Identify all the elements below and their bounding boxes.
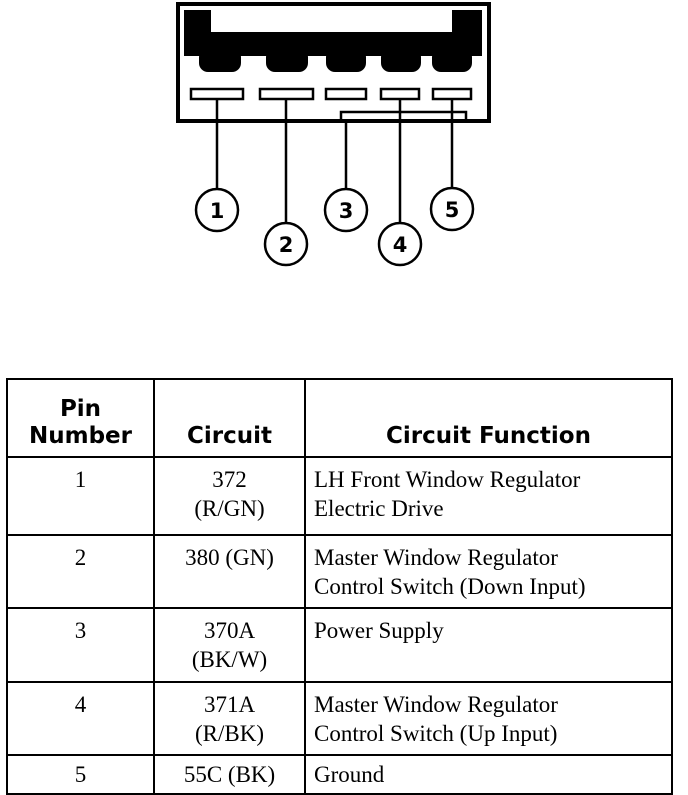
function-line: LH Front Window Regulator	[314, 467, 581, 492]
circuit-line: 372	[212, 467, 247, 492]
circuit-line: (R/BK)	[195, 721, 264, 746]
pin-circle-2	[263, 221, 309, 267]
cell-circuit: 370A (BK/W)	[153, 607, 306, 683]
cell-pin: 2	[6, 534, 155, 609]
pin-label-1: 1	[210, 199, 225, 223]
cell-function: LH Front Window Regulator Electric Drive	[304, 456, 673, 536]
connector-housing	[176, 2, 491, 123]
cell-circuit: 380 (GN)	[153, 534, 306, 609]
pin-circle-5	[429, 186, 475, 232]
key-line	[339, 110, 468, 121]
cell-circuit: 371A (R/BK)	[153, 681, 306, 756]
circuit-line: 370A	[203, 618, 256, 643]
pinout-table: Pin Number Circuit Circuit Function 1 37…	[6, 378, 673, 795]
connector-diagram: 1 2 3 4 5	[0, 0, 688, 300]
function-line: Master Window Regulator	[314, 692, 558, 717]
table-row: 4 371A (R/BK) Master Window Regulator Co…	[6, 681, 673, 756]
pin-label-4: 4	[393, 233, 408, 257]
cell-function: Master Window Regulator Control Switch (…	[304, 681, 673, 756]
circuit-line: (BK/W)	[191, 647, 268, 672]
function-line: Control Switch (Down Input)	[314, 574, 586, 599]
pin-label-5: 5	[445, 198, 460, 222]
cell-pin: 1	[6, 456, 155, 536]
pin-circle-3	[323, 187, 369, 233]
table-row: 5 55C (BK) Ground	[6, 754, 673, 795]
terminal-3	[326, 48, 366, 72]
header-circuit-function: Circuit Function	[304, 378, 673, 458]
header-pin-number: Pin Number	[6, 378, 155, 458]
cell-circuit: 55C (BK)	[153, 754, 306, 795]
cell-pin: 4	[6, 681, 155, 756]
function-line: Master Window Regulator	[314, 545, 558, 570]
pin-label-3: 3	[339, 199, 354, 223]
cell-function: Ground	[304, 754, 673, 795]
pin-circle-1	[194, 187, 240, 233]
terminal-5	[432, 48, 472, 72]
pin-circle-4	[377, 221, 423, 267]
circuit-line: 380 (GN)	[185, 545, 274, 570]
slot-3	[324, 87, 368, 101]
slot-1	[189, 87, 245, 101]
header-circuit: Circuit	[153, 378, 306, 458]
table-row: 3 370A (BK/W) Power Supply	[6, 607, 673, 683]
slot-4	[379, 87, 421, 101]
cell-pin: 3	[6, 607, 155, 683]
function-line: Electric Drive	[314, 496, 444, 521]
terminal-4	[381, 48, 421, 72]
cell-function: Power Supply	[304, 607, 673, 683]
terminal-1	[199, 48, 241, 72]
terminal-2	[266, 48, 308, 72]
table-header-row: Pin Number Circuit Circuit Function	[6, 378, 673, 458]
function-line: Power Supply	[314, 618, 444, 643]
table-row: 2 380 (GN) Master Window Regulator Contr…	[6, 534, 673, 609]
circuit-line: 371A	[203, 692, 256, 717]
function-line: Ground	[314, 762, 385, 787]
circuit-line: 55C (BK)	[183, 762, 276, 787]
slot-2	[258, 87, 315, 101]
cell-circuit: 372 (R/GN)	[153, 456, 306, 536]
cell-function: Master Window Regulator Control Switch (…	[304, 534, 673, 609]
header-pin-line-1: Pin	[59, 396, 102, 422]
circuit-line: (R/GN)	[194, 496, 265, 521]
connector-body	[184, 10, 482, 56]
slot-5	[431, 87, 473, 101]
cell-pin: 5	[6, 754, 155, 795]
pin-label-2: 2	[279, 233, 294, 257]
header-pin-line-2: Number	[29, 423, 132, 449]
table-row: 1 372 (R/GN) LH Front Window Regulator E…	[6, 456, 673, 536]
connector-drawing: 1 2 3 4 5	[176, 2, 491, 267]
function-line: Control Switch (Up Input)	[314, 721, 558, 746]
